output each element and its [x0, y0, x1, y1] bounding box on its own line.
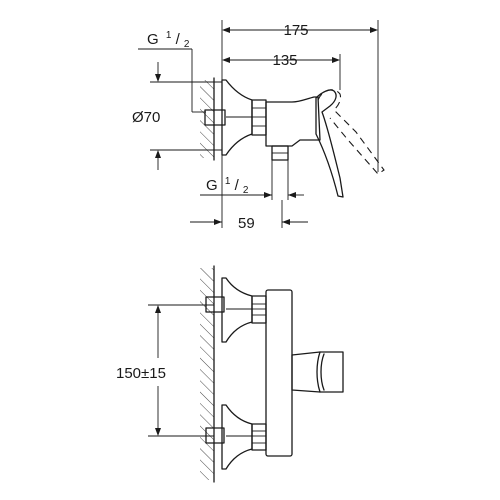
front-view: 150±15: [116, 265, 344, 483]
inlet-pipe-upper: [205, 296, 225, 313]
dim-body-width: 135: [272, 52, 297, 69]
inlet-pipe-lower: [205, 427, 225, 444]
hex-nut-lower: [251, 423, 267, 451]
side-view: 175 135 G 1 / 2 Ø70 G 1 / 2: [132, 20, 385, 232]
rosette-upper: [221, 277, 253, 343]
wall-hatch-top: [200, 80, 214, 158]
rosette-lower: [221, 404, 253, 470]
lever-handle-side: [315, 89, 344, 198]
dim-center-distance: 150±15: [116, 365, 166, 382]
wall-hatch-bottom: [200, 268, 214, 480]
dim-outlet-offset: 59: [238, 215, 255, 232]
thread-label-bottom: G 1 / 2: [206, 171, 249, 196]
thread-label-top: G 1 / 2: [147, 25, 190, 50]
mixer-body-front: [265, 289, 293, 457]
hex-nut-side: [251, 99, 267, 136]
hex-nut-upper: [251, 295, 267, 324]
mixer-body-side: [265, 96, 321, 147]
dim-overall-width: 175: [283, 22, 308, 39]
inlet-pipe-top: [204, 109, 226, 126]
dim-rosette-diameter: Ø70: [132, 109, 160, 126]
rosette-side: [221, 79, 253, 156]
